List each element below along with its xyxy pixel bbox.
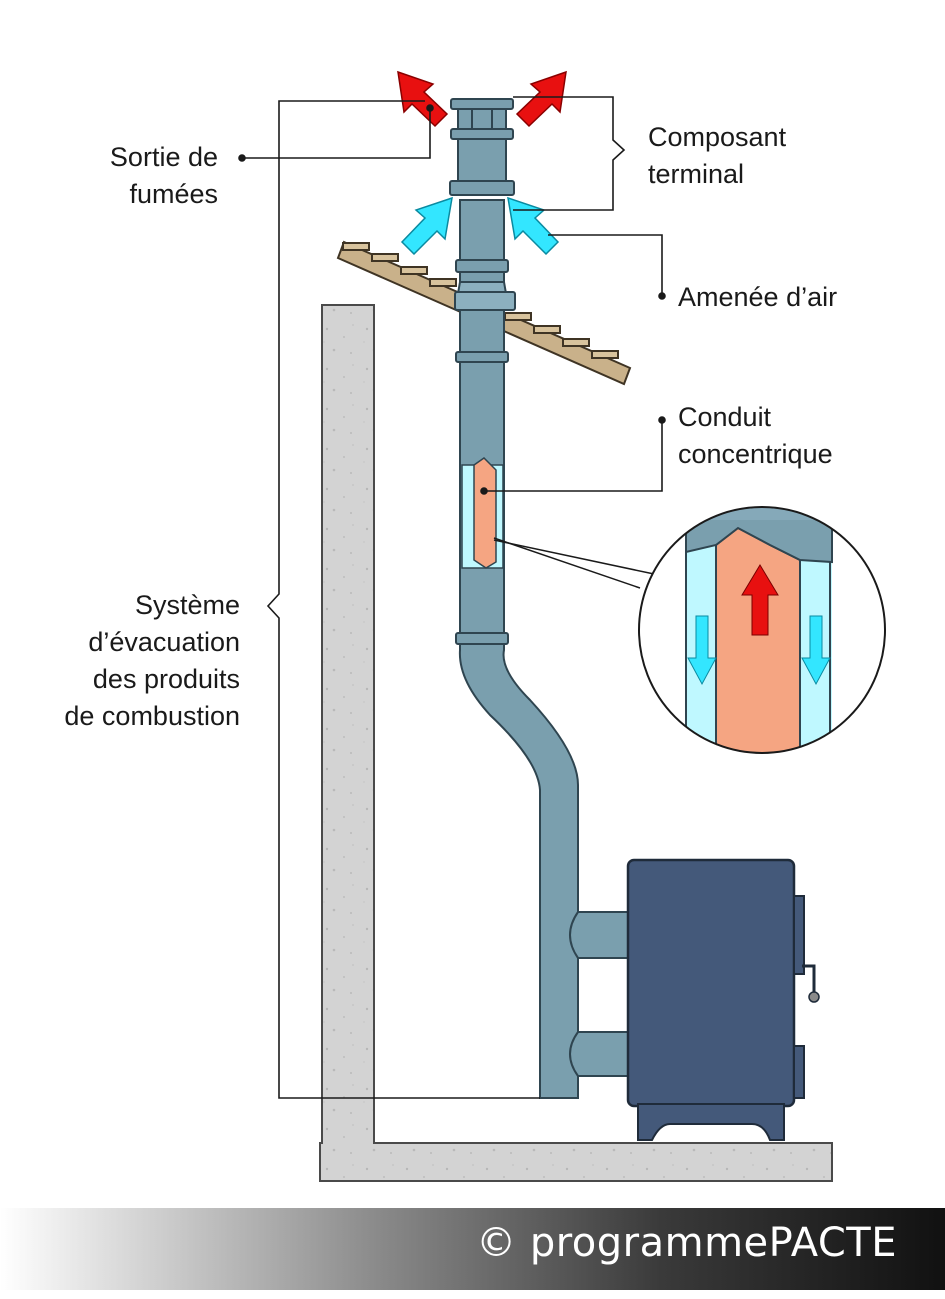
stove bbox=[626, 858, 820, 1141]
wall bbox=[321, 304, 375, 1146]
label-sortie-line2: fumées bbox=[129, 179, 218, 209]
label-conduit-line1: Conduit bbox=[678, 402, 772, 432]
flue-pipe bbox=[454, 199, 629, 1099]
flue-gas-up-arrow bbox=[741, 564, 779, 636]
label-systeme-line1: Système bbox=[135, 590, 240, 620]
label-sortie-line1: Sortie de bbox=[110, 142, 218, 172]
credit-band: © programmePACTE bbox=[0, 1208, 945, 1290]
label-amenee: Amenée d’air bbox=[678, 282, 837, 312]
leader-lines bbox=[238, 96, 666, 1099]
chimney-diagram: Sortie de fumées Composant terminal Amen… bbox=[64, 70, 886, 1182]
terminal-component bbox=[449, 98, 515, 196]
label-systeme-line4: de combustion bbox=[64, 701, 240, 731]
label-conduit-line2: concentrique bbox=[678, 439, 833, 469]
air-down-arrow-right bbox=[801, 615, 831, 686]
cyan-arrow-icon bbox=[400, 196, 560, 256]
floor bbox=[319, 1140, 833, 1182]
label-systeme-line2: d’évacuation bbox=[88, 627, 240, 657]
magnifier-callout bbox=[493, 506, 886, 754]
label-composant-line2: terminal bbox=[648, 159, 744, 189]
label-composant-line1: Composant bbox=[648, 122, 787, 152]
label-systeme-line3: des produits bbox=[93, 664, 240, 694]
concentric-cutaway bbox=[461, 457, 504, 569]
red-arrow-icon bbox=[397, 70, 567, 128]
credit-text: © programmePACTE bbox=[476, 1220, 897, 1266]
air-down-arrow-left bbox=[687, 615, 717, 686]
